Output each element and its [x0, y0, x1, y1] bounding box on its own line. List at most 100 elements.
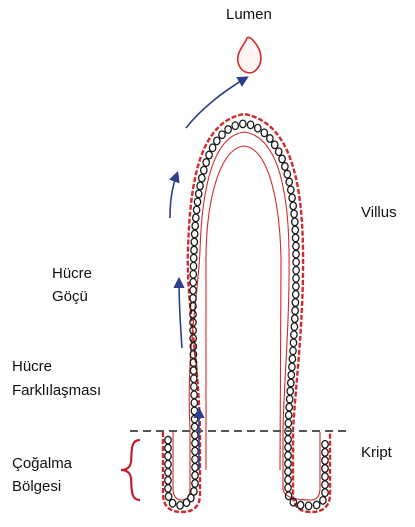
nucleus	[287, 395, 293, 403]
nucleus	[165, 461, 171, 469]
nucleus	[261, 129, 267, 137]
nucleus	[293, 275, 299, 283]
nucleus	[282, 163, 288, 171]
nucleus	[288, 371, 294, 379]
nucleus	[293, 291, 299, 299]
nucleus	[320, 497, 326, 505]
nucleus	[191, 254, 197, 262]
nucleus	[285, 460, 291, 468]
lumen-label: Lumen	[226, 4, 272, 26]
nucleus	[192, 423, 198, 431]
nucleus	[191, 383, 197, 391]
proliferation-zone-label-line2: Bölgesi	[12, 476, 61, 498]
nucleus	[286, 178, 292, 186]
nucleus	[225, 126, 231, 134]
nucleus	[284, 170, 290, 178]
nucleus	[313, 501, 319, 509]
nucleus	[219, 131, 225, 139]
nucleus	[165, 444, 171, 452]
cell-migration-label-line1: Hücre	[52, 263, 92, 285]
nucleus	[267, 135, 273, 143]
nucleus	[286, 411, 292, 419]
nucleus	[197, 182, 203, 190]
nucleus	[190, 295, 196, 303]
nucleus	[291, 323, 297, 331]
nucleus	[297, 501, 303, 509]
nucleus	[191, 415, 197, 423]
nucleus	[293, 250, 299, 258]
nucleus	[291, 210, 297, 218]
nucleus	[272, 141, 278, 149]
migration-arrow-middle	[179, 280, 182, 348]
crypt-label: Kript	[361, 442, 392, 464]
nucleus	[293, 258, 299, 266]
epithelial-nuclei	[165, 120, 328, 510]
nucleus	[201, 166, 207, 174]
nucleus	[165, 477, 171, 485]
migration-arrow-upper	[170, 174, 177, 218]
nucleus	[305, 502, 311, 510]
nucleus	[192, 472, 198, 480]
nucleus	[292, 315, 298, 323]
nucleus	[190, 279, 196, 287]
nucleus	[290, 202, 296, 210]
nucleus	[247, 121, 253, 129]
nucleus	[322, 481, 328, 489]
nucleus	[214, 137, 220, 145]
nucleus	[203, 159, 209, 167]
nucleus	[286, 403, 292, 411]
nucleus	[279, 155, 285, 163]
nucleus	[196, 190, 202, 198]
cell-differentiation-label-line2: Farklılaşması	[12, 380, 101, 402]
nucleus	[290, 339, 296, 347]
nucleus	[293, 267, 299, 275]
nucleus	[191, 399, 197, 407]
nucleus	[191, 238, 197, 246]
nucleus	[291, 331, 297, 339]
villus-label: Villus	[361, 202, 397, 224]
nucleus	[192, 439, 198, 447]
nucleus	[322, 457, 328, 465]
nucleus	[190, 271, 196, 279]
nucleus	[292, 226, 298, 234]
nucleus	[193, 206, 199, 214]
nucleus	[190, 367, 196, 375]
nucleus	[192, 230, 198, 238]
nucleus	[322, 473, 328, 481]
nucleus	[190, 262, 196, 270]
nucleus	[209, 144, 215, 152]
nucleus	[232, 122, 238, 130]
villus-core	[206, 146, 281, 470]
nucleus	[191, 246, 197, 254]
nucleus	[285, 419, 291, 427]
nucleus	[285, 476, 291, 484]
nucleus	[285, 468, 291, 476]
nucleus	[192, 431, 198, 439]
nucleus	[293, 242, 299, 250]
epithelium-basal-outline	[173, 132, 320, 500]
nucleus	[192, 456, 198, 464]
nucleus	[322, 465, 328, 473]
nucleus	[191, 407, 197, 415]
nucleus	[288, 379, 294, 387]
nucleus	[191, 488, 197, 496]
nucleus	[287, 387, 293, 395]
nucleus	[165, 485, 171, 493]
nucleus	[288, 186, 294, 194]
nucleus	[165, 436, 171, 444]
nucleus	[322, 449, 328, 457]
nucleus	[165, 452, 171, 460]
nucleus	[169, 499, 175, 507]
nucleus	[322, 441, 328, 449]
proliferation-zone-label-line1: Çoğalma	[12, 453, 72, 475]
nucleus	[292, 234, 298, 242]
nucleus	[292, 218, 298, 226]
nucleus	[165, 469, 171, 477]
nucleus	[289, 355, 295, 363]
nucleus	[190, 311, 196, 319]
nucleus	[192, 464, 198, 472]
nucleus	[292, 299, 298, 307]
nucleus	[192, 447, 198, 455]
nucleus	[289, 194, 295, 202]
nucleus	[285, 452, 291, 460]
